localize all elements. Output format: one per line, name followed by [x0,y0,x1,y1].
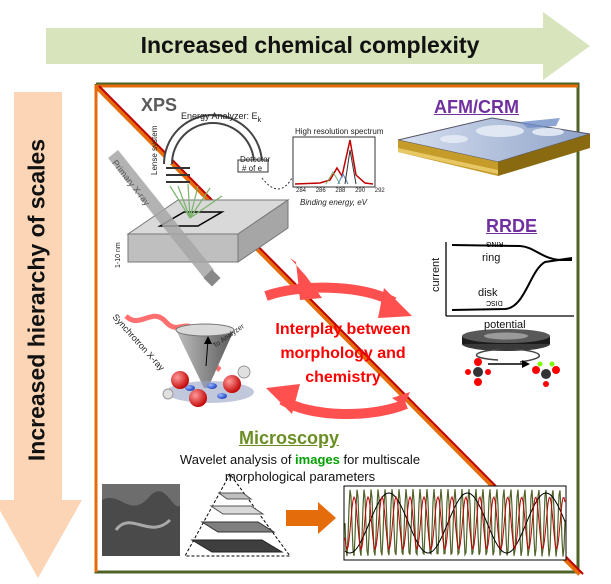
center-interplay-text: Interplay between morphology and chemist… [275,321,411,386]
xps-binding-energy-label: Binding energy, eV [300,198,368,207]
afm-title: AFM/CRM [434,97,519,117]
rrde-current-label: current [430,257,442,292]
xps-diagram [108,114,376,287]
rrde-disk-label: disk [478,287,498,299]
rrde-disk-rev-label: DISC [486,299,503,306]
rrde-potential-label: potential [484,319,526,331]
xps-lense-label: Lense system [150,125,159,175]
cycle-arrows [264,258,412,419]
top-arrow [46,12,590,80]
xps-detector-label: Detector [240,155,271,164]
xps-title: XPS [141,95,178,115]
microscopy-description: Wavelet analysis of images for multiscal… [179,452,421,484]
afm-illustration [397,117,591,176]
rrde-chart [445,242,574,317]
microscopy-title: Microscopy [239,428,340,448]
side-arrow-label: Increased hierarchy of scales [23,138,50,462]
rrde-ring-rev-label: RING [486,240,504,247]
xps-detector-sub: # of e [242,164,263,173]
synchrotron-illustration [124,313,254,407]
side-arrow [0,92,82,578]
xps-spectrum-ticks: 284 286 288 290 292 [296,188,385,194]
rrde-ring-label: ring [482,252,501,264]
xps-spectrum-title: High resolution spectrum [295,127,384,136]
top-arrow-label: Increased chemical complexity [140,32,480,58]
xps-energy-analyzer-label: Energy Analyzer: Ek [181,111,262,124]
xps-depth-label: 1-10 nm [115,242,122,268]
rrde-title: RRDE [486,216,538,236]
electrode-illustration [462,329,560,387]
microscopy-illustration [102,473,567,561]
